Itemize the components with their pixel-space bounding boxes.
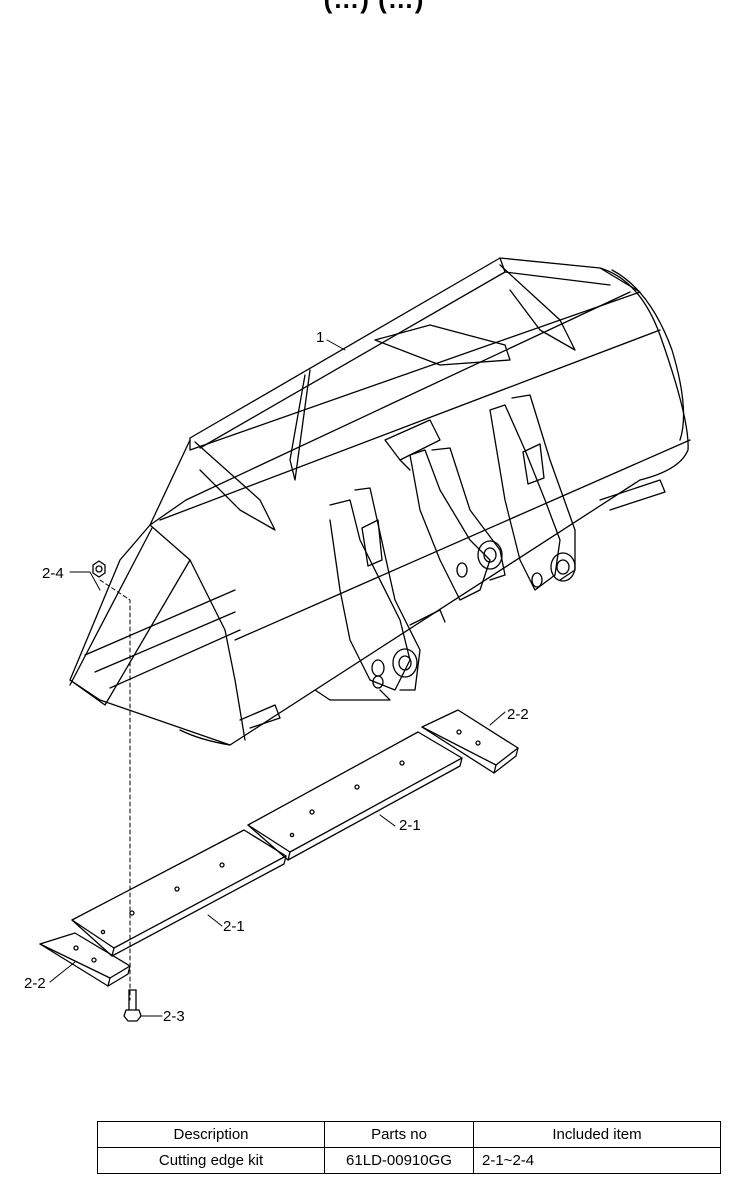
end-bit-right: [421, 709, 519, 774]
callout-2-2-right: 2-2: [507, 706, 529, 723]
parts-table-header-row: Description Parts no Included item: [97, 1121, 721, 1148]
header-included-item: Included item: [473, 1121, 721, 1148]
bucket-exploded-diagram: 1 2-4 2-2 2-1 2-1 2-2 2-3: [24, 257, 691, 1025]
cell-included-item: 2-1~2-4: [473, 1147, 721, 1174]
leader-lines: [49, 339, 506, 1017]
assembly-dashed-line: [99, 579, 131, 1001]
callout-2-3: 2-3: [163, 1008, 185, 1025]
callout-2-1-left: 2-1: [223, 918, 245, 935]
nut-part: [92, 560, 106, 578]
header-parts-no: Parts no: [324, 1121, 474, 1148]
end-bit-left: [39, 932, 131, 987]
cell-description: Cutting edge kit: [97, 1147, 325, 1174]
callout-2-2-left: 2-2: [24, 975, 46, 992]
header-description: Description: [97, 1121, 325, 1148]
page-title: (…) (…): [0, 0, 748, 15]
callout-2-4: 2-4: [42, 565, 64, 582]
cutting-edge-right: [247, 731, 463, 861]
cutting-edge-left: [71, 829, 287, 957]
callout-2-1-right: 2-1: [399, 817, 421, 834]
bolt-part: [123, 989, 142, 1022]
cell-parts-no: 61LD-00910GG: [324, 1147, 474, 1174]
callout-1: 1: [316, 329, 324, 346]
table-row: Cutting edge kit 61LD-00910GG 2-1~2-4: [97, 1147, 721, 1174]
bucket-assembly: [69, 257, 691, 746]
parts-table: Description Parts no Included item Cutti…: [97, 1121, 721, 1174]
